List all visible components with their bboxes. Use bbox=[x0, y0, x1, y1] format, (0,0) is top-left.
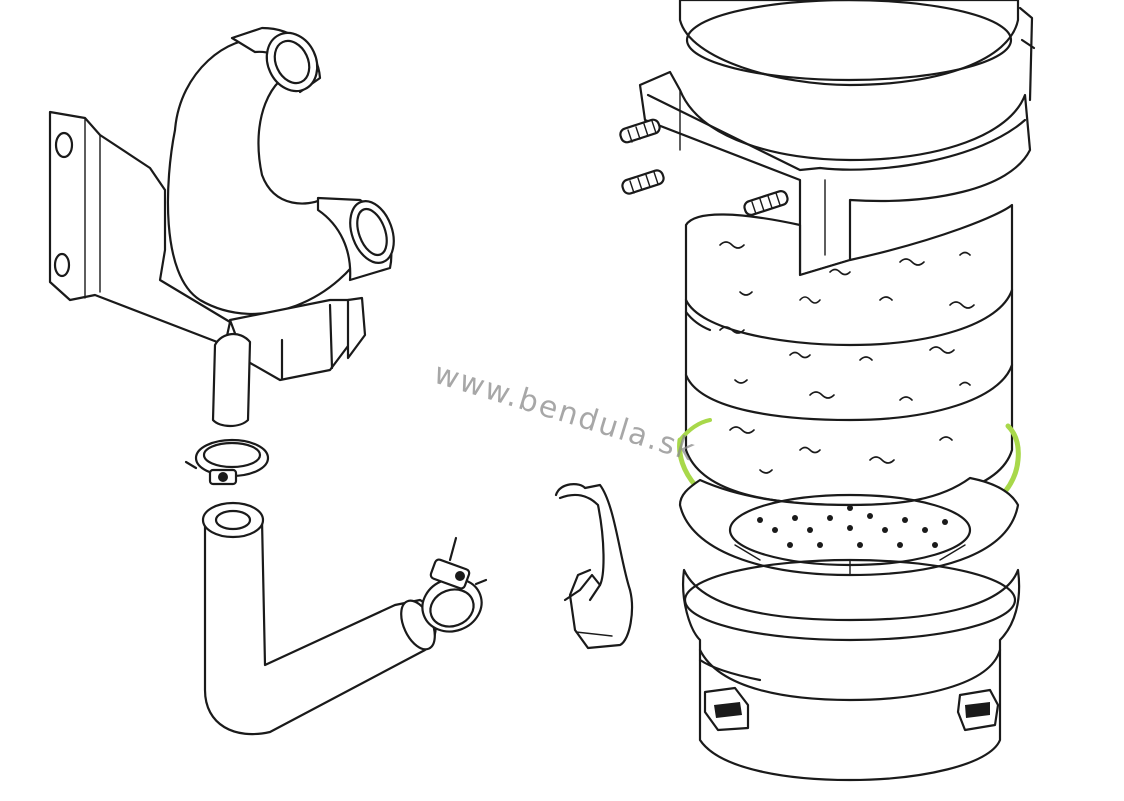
intake-elbow-pipe bbox=[166, 26, 395, 428]
small-hose-clamp bbox=[184, 438, 270, 486]
medium-hose-clamp bbox=[421, 536, 488, 633]
connecting-hose bbox=[201, 501, 437, 736]
side-hose-cuff bbox=[316, 196, 395, 282]
perforated-plate bbox=[678, 476, 1020, 577]
air-filter-assembly bbox=[619, 0, 1036, 782]
top-hose-cuff bbox=[230, 26, 322, 94]
mounting-bracket bbox=[48, 110, 232, 347]
filter-lower-bowl bbox=[682, 558, 1021, 782]
retaining-spring-clip bbox=[554, 483, 634, 650]
filter-mounting-band bbox=[638, 70, 1032, 277]
bowl-latch-left bbox=[703, 686, 750, 732]
filter-top-cover bbox=[678, 0, 1036, 102]
bowl-latch-right bbox=[956, 688, 1000, 732]
